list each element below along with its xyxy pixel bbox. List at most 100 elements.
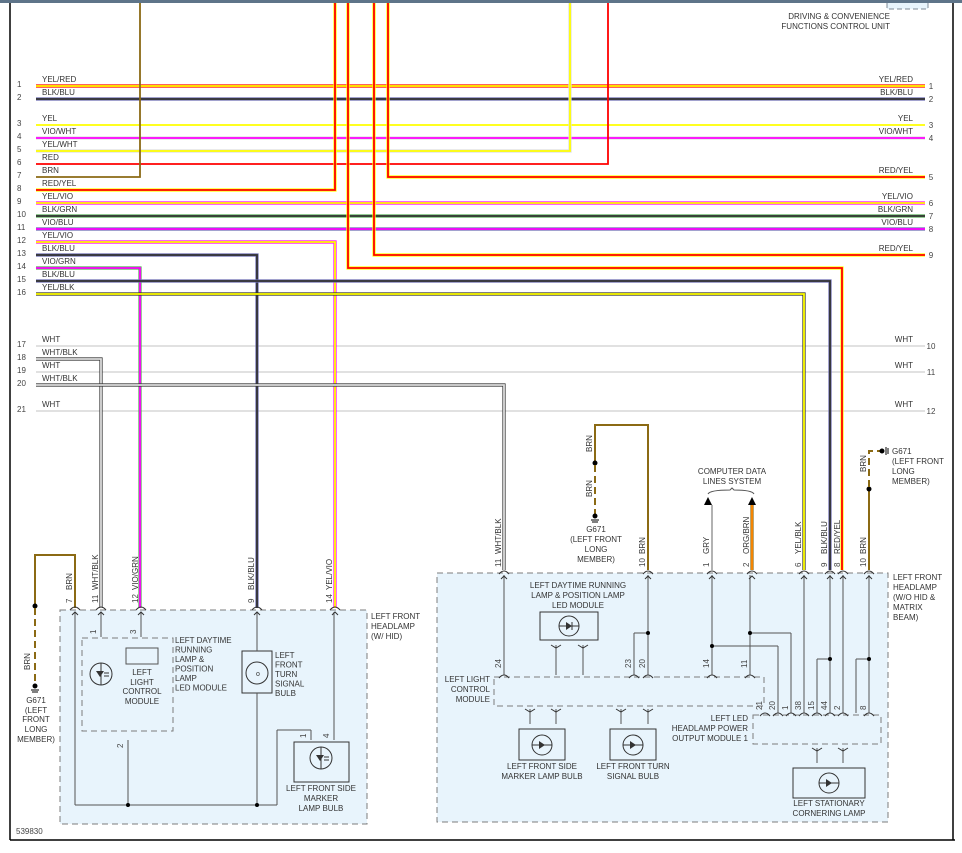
power-pin-number: 20 [768,701,777,710]
left-pin-number: 16 [17,288,26,297]
left-wire-color-label: WHT/BLK [42,348,78,357]
left-wire-color-label: YEL/WHT [42,140,78,149]
terminal-stub [550,644,562,649]
hid-internal-wiring [74,612,335,806]
power-pin-number: 38 [794,701,803,710]
left-pin-number: 2 [17,93,22,102]
connector-terminal [706,570,718,575]
connector-arrow [826,575,834,580]
connector-terminal [251,606,263,611]
wire-red-yel-tracer [36,3,337,192]
hid-lcm-label-1: LEFT [132,668,152,677]
left-wire-color-label: RED/YEL [42,179,77,188]
power-output-module [752,714,882,745]
ground-loc-4: MEMBER) [17,735,55,744]
connector-terminal [772,712,784,717]
right-pin-number: 12 [927,407,936,416]
wire-brn [36,3,141,178]
ground-loc-2: FRONT [22,715,50,724]
connector-arrow [500,575,508,580]
ground-g671-left [31,554,76,693]
connector-terminal [824,570,836,575]
control-unit-name-1: DRIVING & CONVENIENCE [788,12,890,21]
lcm-pin-number: 11 [740,659,749,668]
ground-name: G671 [586,525,606,534]
data-line-arrow [704,497,712,505]
connector-pin-number: 6 [794,562,803,567]
terminal-stub [550,708,562,713]
left-wire-color-label: YEL/VIO [42,192,73,201]
hid-drl-label-line: LAMP & [175,655,205,664]
left-pin-number: 15 [17,275,26,284]
hid-drl-label-line: RUNNING [175,646,212,655]
left-wire-color-label: VIO/GRN [42,257,76,266]
hid-side-marker-label-2: MARKER [304,794,338,803]
left-pin-number: 4 [17,132,22,141]
lcm-pin-number: 14 [702,659,711,668]
left-wire-color-label: WHT/BLK [42,374,78,383]
lcm-pin-number: 23 [624,659,633,668]
terminal-stub [615,708,627,713]
terminal-stub [577,644,589,649]
ground-loc-3: LONG [25,725,48,734]
bulb-icon [245,661,269,685]
right-pin-number: 9 [929,251,934,260]
right-wire-color-label: YEL [898,114,914,123]
connector-terminal [135,606,147,611]
connector-pin-number: 2 [742,562,751,567]
connector-terminal [744,674,756,679]
right-wire-color-label: YEL/RED [879,75,913,84]
left-wire-color-label: BLK/BLU [42,270,75,279]
right-pin-number: 2 [929,95,934,104]
connector-wire-label: BLK/BLU [247,557,256,590]
wire-yel-blk-led [36,293,805,570]
connector-terminal [811,712,823,717]
ground-g671-middle [591,424,649,570]
right-pin-number: 3 [929,121,934,130]
left-pin-number: 8 [17,184,22,193]
connector-wire-label: RED/YEL [833,519,842,554]
ground-loc-3: MEMBER) [892,477,930,486]
wire-red-yel-led-tracer [346,3,844,570]
connector-arrow [800,575,808,580]
terminal-stub [642,708,654,713]
wire-yel-blk-led-tracer [36,292,806,570]
connector-wire-label: BLK/BLU [820,521,829,554]
left-wire-color-label: YEL/RED [42,75,76,84]
wire-wht-blk-led [36,384,505,570]
connector-arrow [865,575,873,580]
connector-pin-number: 1 [702,562,711,567]
pin-label: 1 [89,629,98,634]
ground-wire-label: BRN [585,435,594,452]
right-pin-number: 6 [929,199,934,208]
splice [126,803,130,807]
data-lines-label-1: COMPUTER DATA [698,467,767,476]
connector-pin-number: 12 [131,594,140,603]
right-pin-number: 4 [929,134,934,143]
hid-side-marker-label-3: LAMP BULB [299,804,344,813]
terminal-stub [811,747,823,752]
connector-arrow [253,611,261,616]
left-wire-color-label: YEL/BLK [42,283,75,292]
power-module-label-3: OUTPUT MODULE 1 [672,734,748,743]
bulb-filament: o [256,671,260,678]
led-side-marker-label-1: LEFT FRONT SIDE [507,762,577,771]
data-lines-label-2: LINES SYSTEM [703,477,762,486]
cornering-label-2: CORNERING LAMP [793,809,866,818]
top-bar [0,0,962,3]
power-pin-number: 8 [859,705,868,710]
wire-red-yel [373,3,925,256]
hid-turn-label-line: TURN [275,670,297,679]
hid-drl-label-line: LED MODULE [175,684,227,693]
connector-wire-label: WHT/BLK [494,518,503,554]
connector-arrow [137,611,145,616]
connector-wire-label: YEL/VIO [325,559,334,590]
led-side-marker-label-2: MARKER LAMP BULB [501,772,582,781]
led-light-control-module [493,676,765,707]
wire-blk-blu-hid [36,254,258,608]
left-pin-number: 5 [17,145,22,154]
ground-wire-label: BRN [23,653,32,670]
left-pin-number: 21 [17,405,26,414]
